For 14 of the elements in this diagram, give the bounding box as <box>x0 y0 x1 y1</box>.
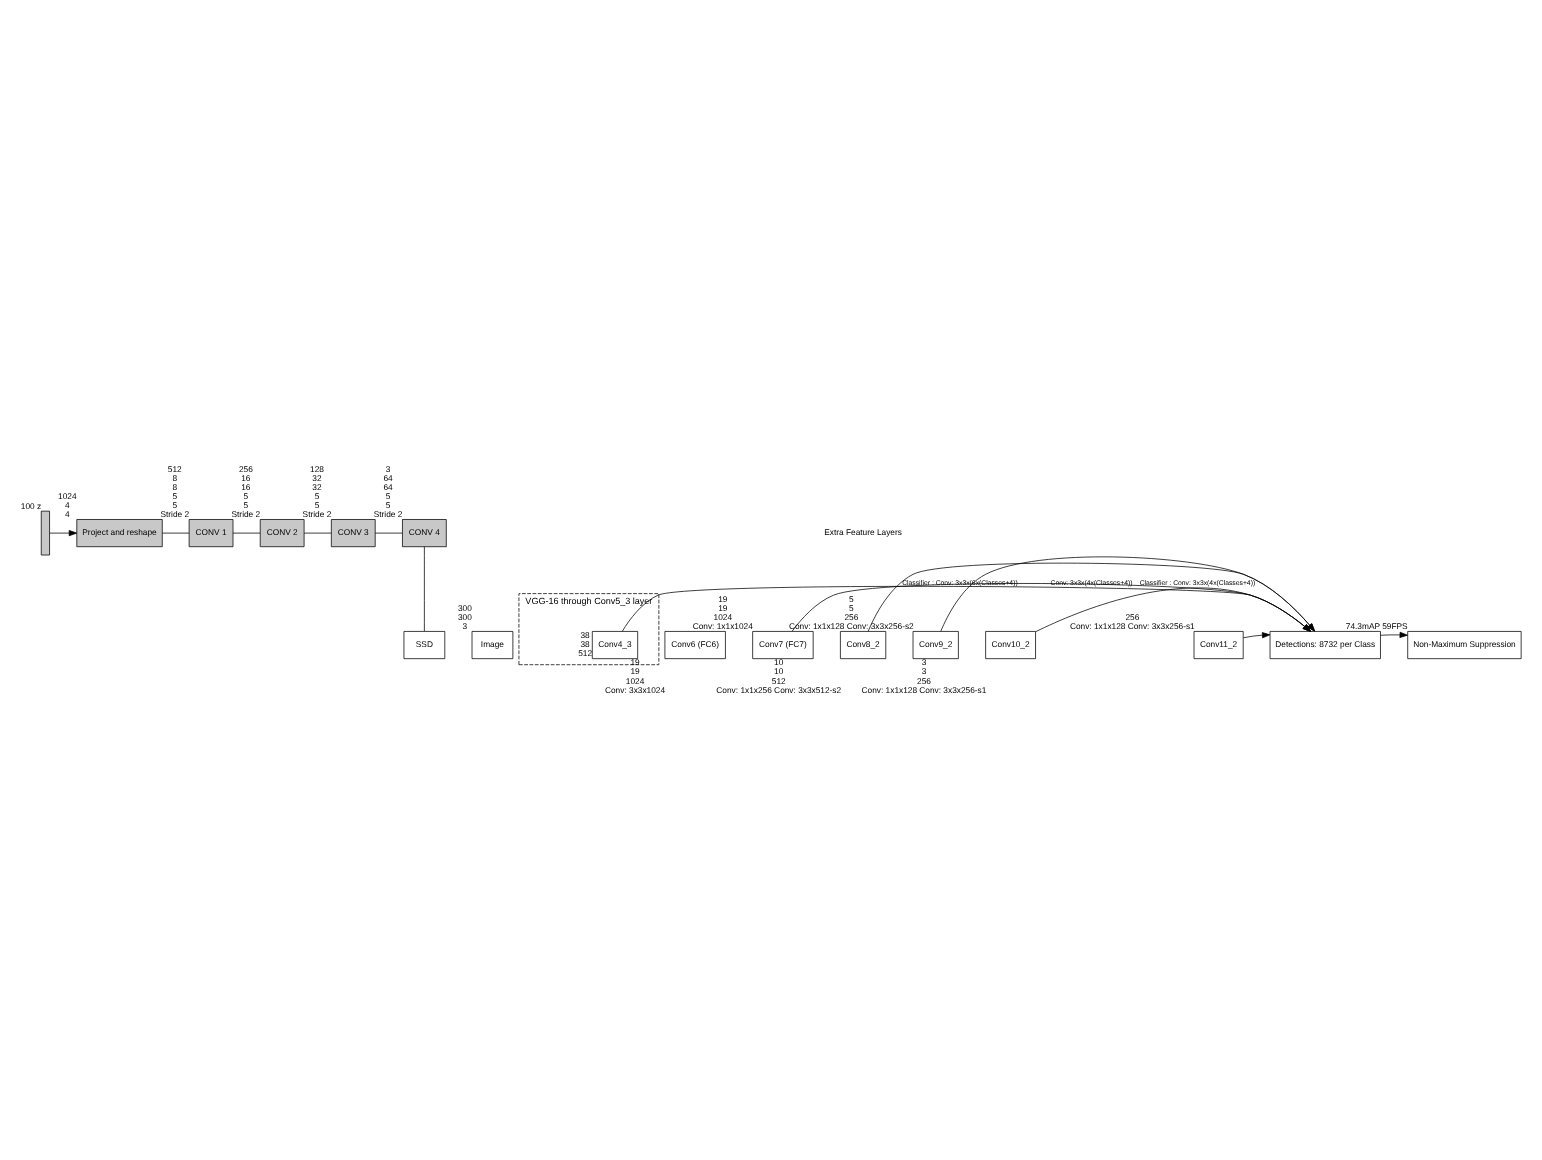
arrow <box>621 586 1311 632</box>
arrow <box>1243 632 1271 639</box>
connector <box>232 532 261 534</box>
arrow <box>49 530 78 537</box>
arrow <box>1035 587 1311 632</box>
arrow <box>940 556 1316 632</box>
arrow <box>791 583 1311 632</box>
arrow <box>867 562 1316 632</box>
node-bar <box>40 510 50 556</box>
connector <box>303 532 332 534</box>
connector <box>162 532 190 534</box>
arrow <box>1380 631 1408 638</box>
connector <box>374 532 403 534</box>
connector <box>424 546 425 632</box>
